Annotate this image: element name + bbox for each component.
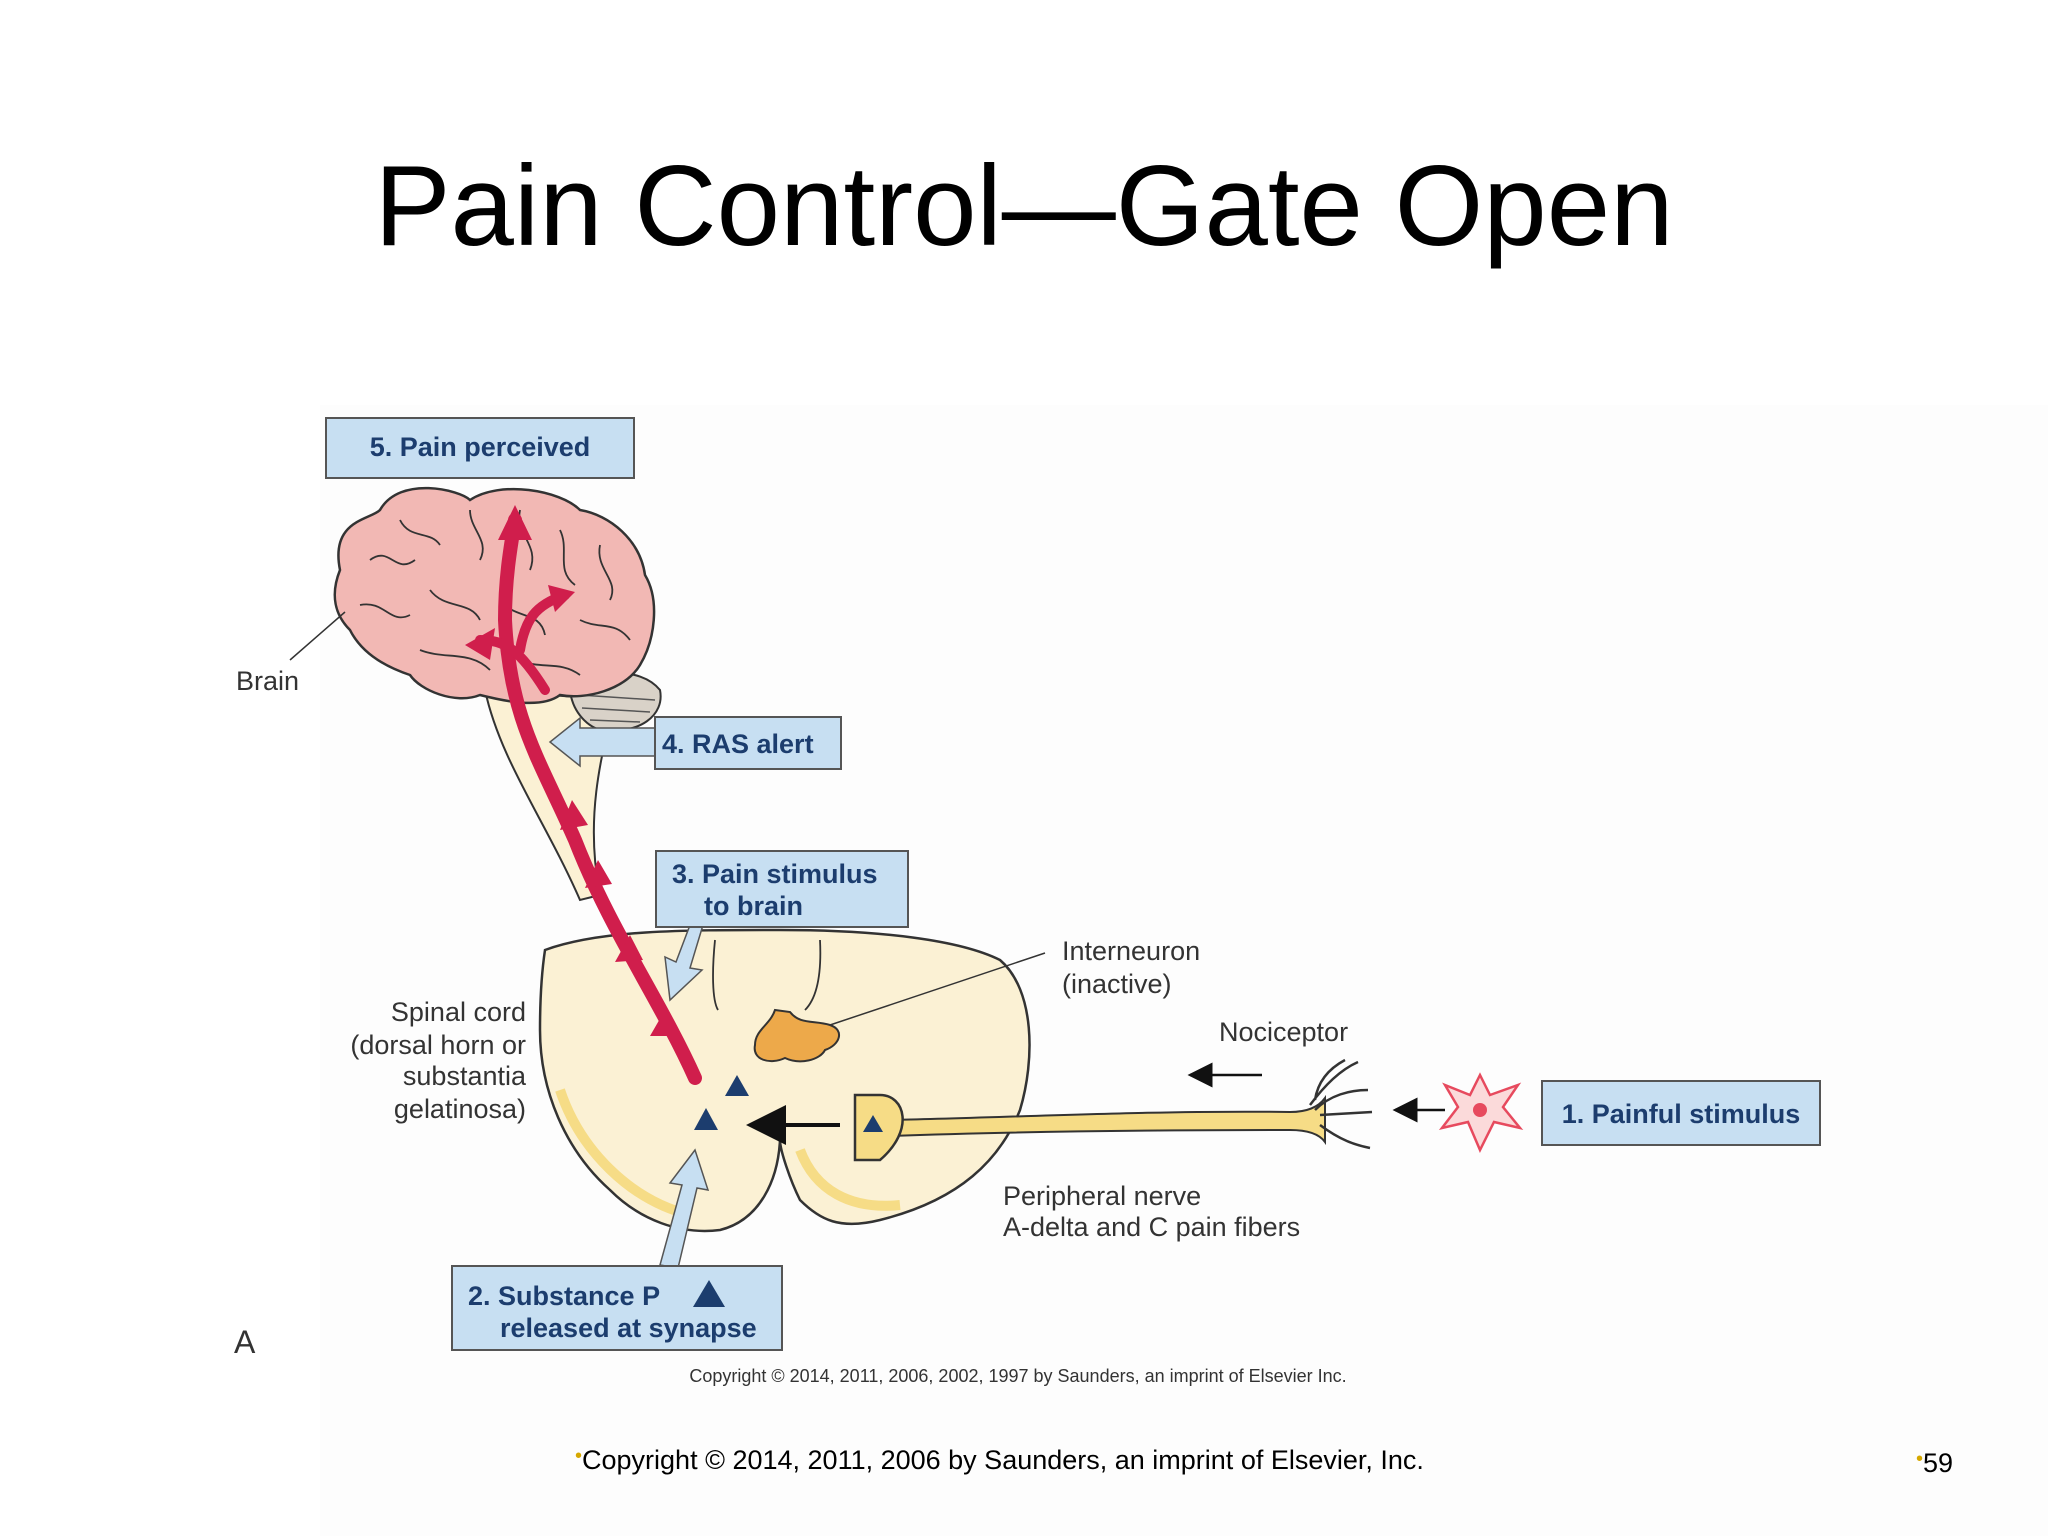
ras-alert-arrow xyxy=(548,716,656,768)
peripheral-nerve xyxy=(889,1094,1326,1146)
svg-text:4. RAS alert: 4. RAS alert xyxy=(662,729,814,759)
pathway-arrowheads xyxy=(465,505,678,1036)
svg-text:substantia: substantia xyxy=(403,1061,527,1091)
substance-p-icon xyxy=(693,1280,725,1307)
box-ras-alert: 4. RAS alert xyxy=(654,716,842,770)
brain xyxy=(333,486,656,705)
box-substance-p: 2. Substance P released at synapse xyxy=(451,1265,783,1351)
bullet-icon: • xyxy=(1916,1448,1924,1470)
svg-text:to brain: to brain xyxy=(704,891,803,921)
svg-text:A-delta and C pain fibers: A-delta and C pain fibers xyxy=(1003,1212,1300,1242)
label-spinal-cord: Spinal cord xyxy=(391,997,526,1027)
slide-title: Pain Control—Gate Open xyxy=(374,143,1674,270)
svg-text:gelatinosa): gelatinosa) xyxy=(394,1094,526,1124)
spinal-cord xyxy=(538,928,1031,1233)
svg-text:(dorsal horn or: (dorsal horn or xyxy=(350,1030,526,1060)
box-painful-stimulus: 1. Painful stimulus xyxy=(1541,1080,1821,1146)
svg-text:(inactive): (inactive) xyxy=(1062,969,1172,999)
panel-label: A xyxy=(234,1324,256,1360)
substance-p-icon xyxy=(694,1108,718,1130)
svg-text:released at synapse: released at synapse xyxy=(500,1313,757,1343)
pain-to-brain-arrow xyxy=(664,924,705,1002)
svg-text:1. Painful stimulus: 1. Painful stimulus xyxy=(1562,1099,1801,1129)
bullet-icon: • xyxy=(575,1445,583,1467)
label-nociceptor: Nociceptor xyxy=(1219,1017,1348,1047)
svg-text:5. Pain perceived: 5. Pain perceived xyxy=(370,432,591,462)
box-pain-perceived: 5. Pain perceived xyxy=(325,417,635,479)
interneuron-icon xyxy=(753,1008,840,1063)
substance-p-arrow xyxy=(659,1148,710,1269)
box-pain-stimulus: 3. Pain stimulus to brain xyxy=(655,850,909,928)
brain-folds xyxy=(359,509,631,676)
nociceptor-icon xyxy=(1309,1058,1373,1150)
page-number: •59 xyxy=(1916,1448,1954,1478)
label-peripheral-nerve: Peripheral nerve xyxy=(1003,1181,1201,1211)
svg-text:3. Pain stimulus: 3. Pain stimulus xyxy=(672,859,878,889)
substance-p-icon xyxy=(725,1075,749,1096)
figure-copyright: Copyright © 2014, 2011, 2006, 2002, 1997… xyxy=(689,1366,1346,1386)
svg-text:2. Substance P: 2. Substance P xyxy=(468,1281,660,1311)
label-brain: Brain xyxy=(236,666,299,696)
footer-copyright: •Copyright © 2014, 2011, 2006 by Saunder… xyxy=(575,1445,1424,1475)
label-interneuron: Interneuron xyxy=(1062,936,1200,966)
